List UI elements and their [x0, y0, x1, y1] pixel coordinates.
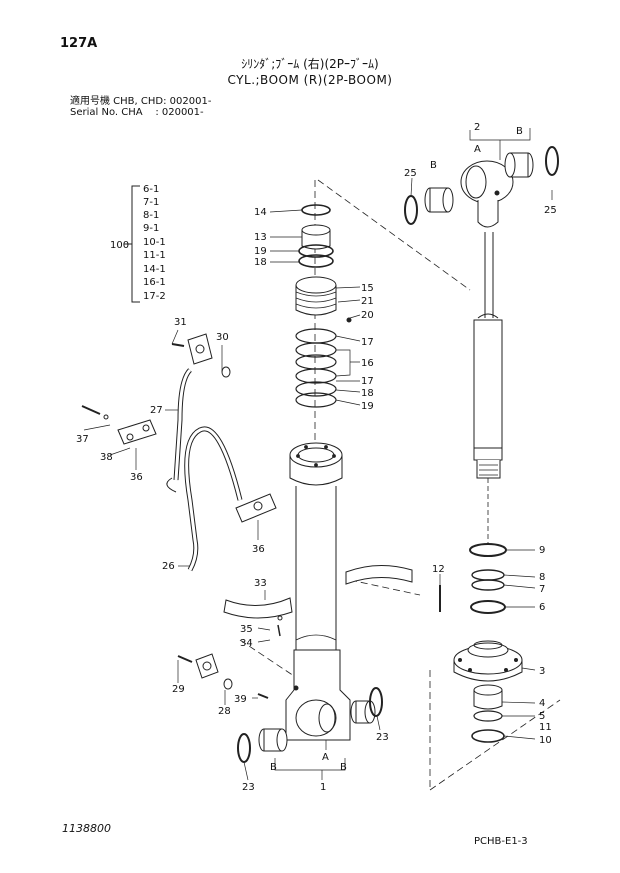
callout-36: 36 — [130, 472, 143, 483]
callout-25: 25 — [404, 168, 417, 179]
callout-label-b: B — [516, 126, 523, 137]
callout-18: 18 — [361, 388, 374, 399]
callout-2: 2 — [474, 122, 480, 133]
callout-39: 39 — [234, 694, 247, 705]
piston-seal-stack — [295, 204, 352, 408]
callout-23: 23 — [376, 732, 389, 743]
port-flange — [177, 653, 269, 699]
applicable-model-line: 適用号機 CHB, CHD: 002001- — [70, 96, 212, 107]
callout-10: 10 — [539, 735, 552, 746]
callout-7: 7 — [539, 584, 545, 595]
kit-group-100: 100 6-1 7-1 8-1 9-1 10-1 11-1 14-1 16-1 … — [110, 184, 166, 303]
callout-17: 17 — [361, 337, 374, 348]
callout-35: 35 — [240, 624, 253, 635]
cylinder-tube — [285, 442, 351, 741]
callout-11: 11 — [539, 722, 552, 733]
page-code: PCHB-E1-3 — [474, 836, 528, 847]
kit-item: 16-1 — [143, 277, 166, 288]
callout-19: 19 — [361, 401, 374, 412]
callout-16: 16 — [361, 358, 374, 369]
kit-item: 6-1 — [143, 184, 159, 195]
callout-17: 17 — [361, 376, 374, 387]
callout-3: 3 — [539, 666, 545, 677]
callout-9: 9 — [539, 545, 545, 556]
callout-5: 5 — [539, 711, 545, 722]
callout-19: 19 — [254, 246, 267, 257]
callout-label-b: B — [270, 762, 277, 773]
kit-item: 7-1 — [143, 197, 159, 208]
callout-4: 4 — [539, 698, 545, 709]
callout-28: 28 — [218, 706, 231, 717]
callout-34: 34 — [240, 638, 253, 649]
document-number: 1138800 — [62, 822, 111, 835]
kit-item: 17-2 — [143, 291, 166, 302]
callout-8: 8 — [539, 572, 545, 583]
callout-23: 23 — [242, 782, 255, 793]
callout-29: 29 — [172, 684, 185, 695]
kit-item: 14-1 — [143, 264, 166, 275]
callout-18: 18 — [254, 257, 267, 268]
piston-rod — [460, 160, 514, 545]
pipe-clamps — [223, 564, 441, 637]
pipe-assembly — [81, 333, 277, 572]
callout-31: 31 — [174, 317, 187, 328]
callout-label-b: B — [340, 762, 347, 773]
rod-eye-bushings — [404, 146, 559, 225]
callout-1: 1 — [320, 782, 326, 793]
kit-item: 8-1 — [143, 210, 159, 221]
title-japanese: ｼﾘﾝﾀﾞ;ﾌﾞｰﾑ (右)(2Pｰﾌﾞｰﾑ) — [241, 57, 379, 71]
title-english: CYL.;BOOM (R)(2P-BOOM) — [227, 73, 393, 87]
callout-labels: 14 13 19 18 15 21 20 17 16 17 18 19 2 B … — [76, 122, 557, 793]
callout-21: 21 — [361, 296, 374, 307]
callout-label-a: A — [474, 144, 481, 155]
callout-6: 6 — [539, 602, 545, 613]
callout-13: 13 — [254, 232, 267, 243]
callout-33: 33 — [254, 578, 267, 589]
callout-27: 27 — [150, 405, 163, 416]
callout-38: 38 — [100, 452, 113, 463]
callout-15: 15 — [361, 283, 374, 294]
callout-20: 20 — [361, 310, 374, 321]
page-number: 127A — [60, 36, 98, 51]
callout-26: 26 — [162, 561, 175, 572]
callout-label-b: B — [430, 160, 437, 171]
callout-label-a: A — [322, 752, 329, 763]
kit-item: 10-1 — [143, 237, 166, 248]
callout-25: 25 — [544, 205, 557, 216]
leader-lines — [83, 128, 553, 781]
callout-30: 30 — [216, 332, 229, 343]
kit-item: 11-1 — [143, 250, 166, 261]
callout-12: 12 — [432, 564, 445, 575]
kit-item: 9-1 — [143, 223, 159, 234]
kit-label: 100 — [110, 240, 129, 251]
callout-14: 14 — [254, 207, 267, 218]
cylinder-head — [453, 543, 523, 743]
callout-37: 37 — [76, 434, 89, 445]
callout-36: 36 — [252, 544, 265, 555]
bottom-bushings — [237, 687, 383, 763]
serial-number-line: Serial No. CHA : 020001- — [70, 107, 204, 118]
